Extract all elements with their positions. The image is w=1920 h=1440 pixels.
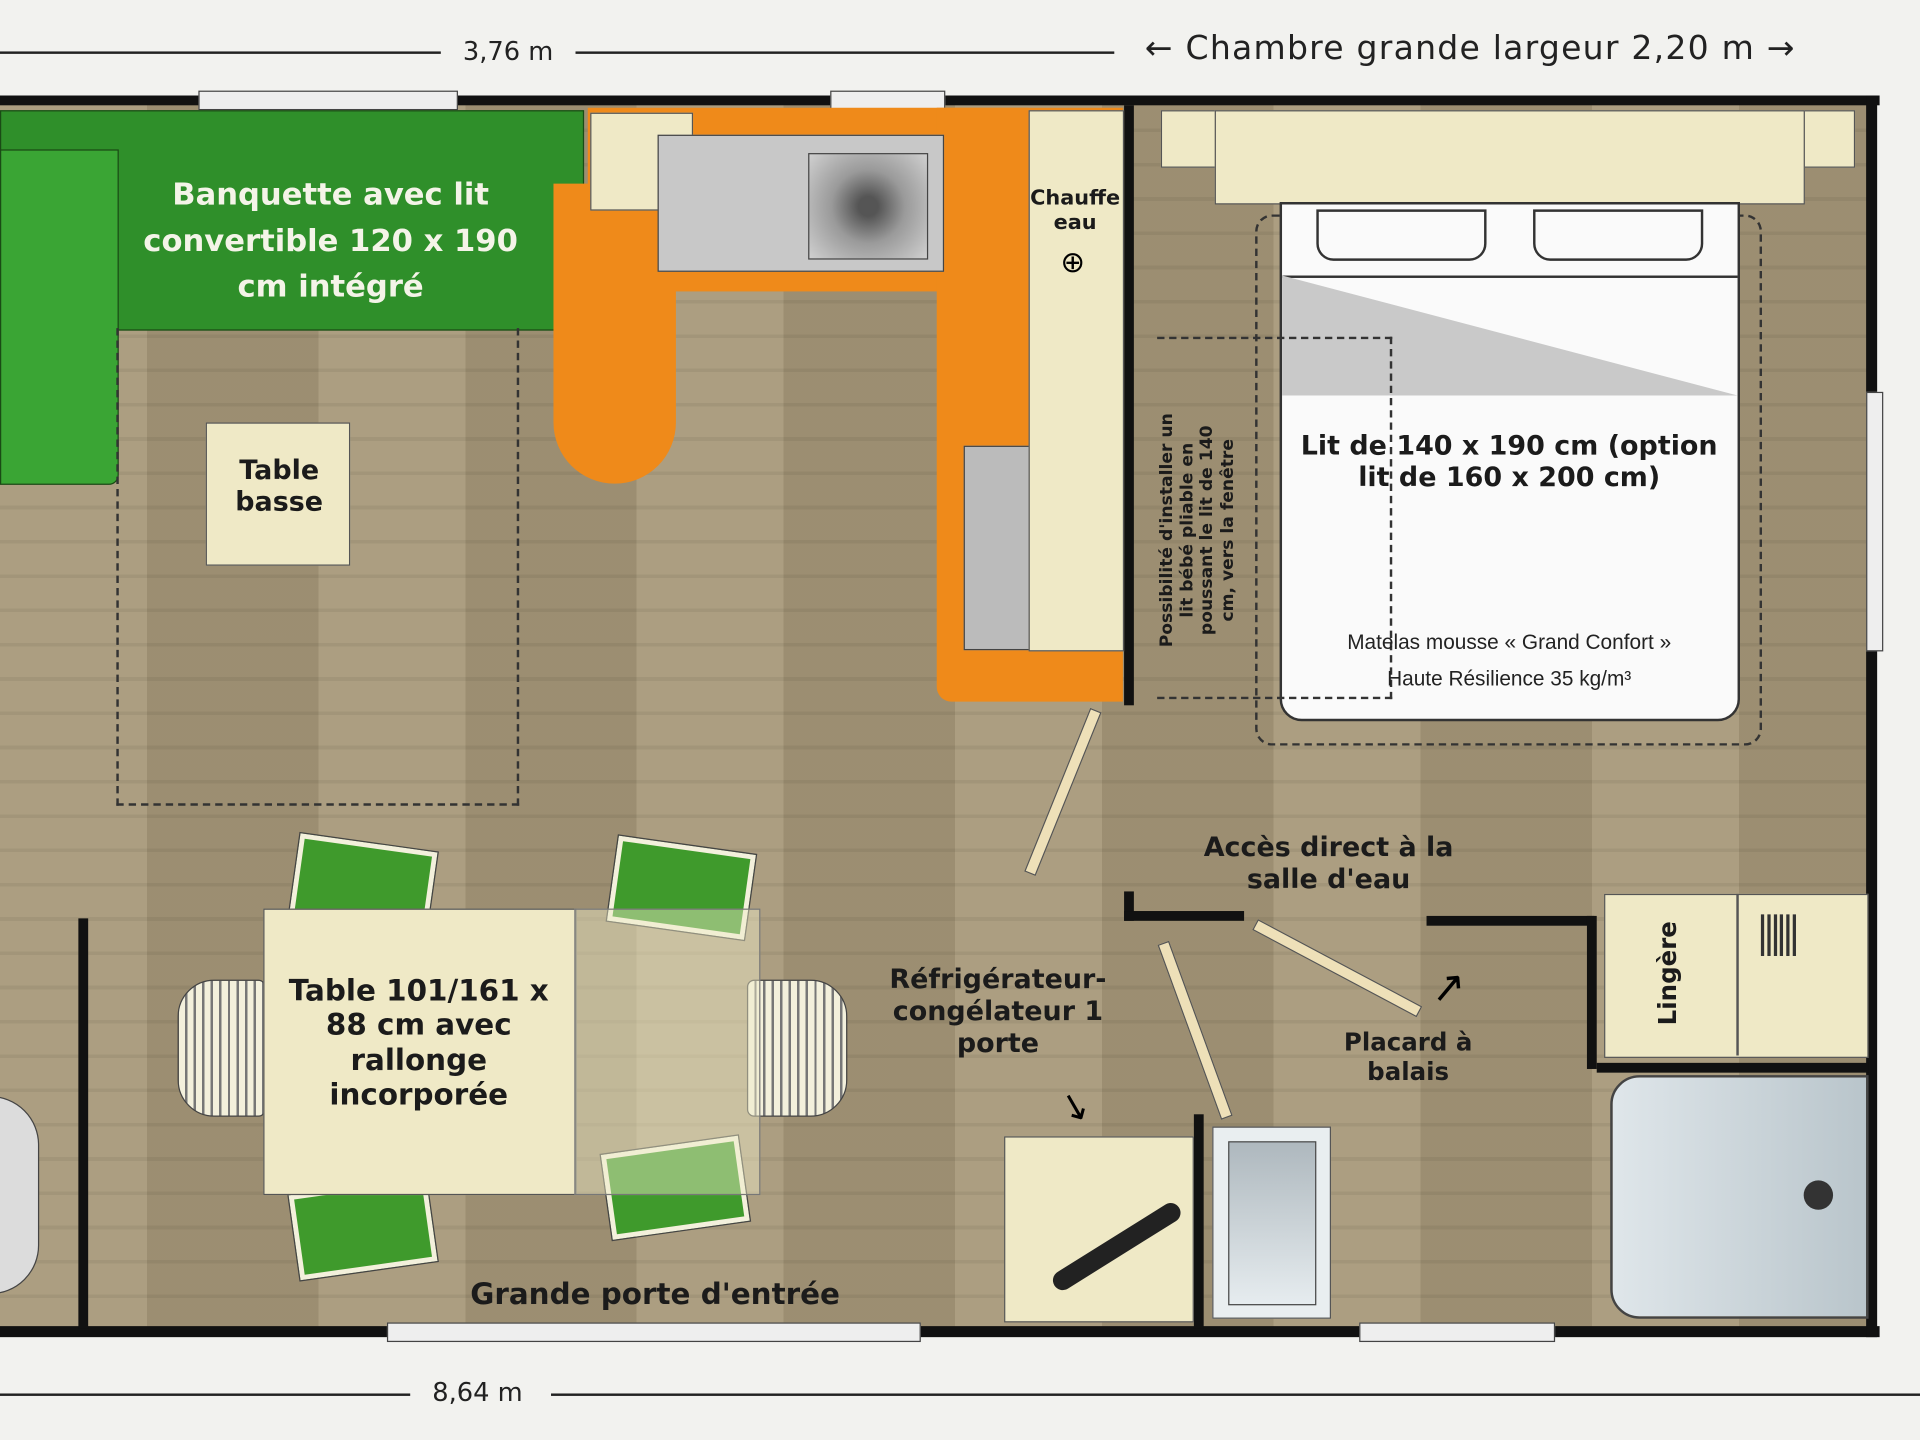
sink-basin [808,153,929,260]
linen-label: Lingère [1652,921,1683,1026]
wall-bedroom [1124,105,1134,706]
dimension-line [551,1393,1920,1396]
baby-bed-note: Possibilité d'installer un lit bébé plia… [1157,413,1238,648]
entrance-door [386,1322,921,1343]
armchair [746,979,848,1117]
convertible-bed-outline [116,328,520,806]
coffee-table-label: Table basse [235,455,324,518]
window [198,90,458,111]
wall [1586,915,1597,1069]
wall-left [78,918,89,1329]
dimension-top-bedroom: ← Chambre grande largeur 2,20 m → [1144,29,1796,68]
duvet-edge [1282,275,1738,278]
banquette-side [0,149,119,485]
fridge-label: Réfrigérateur-congélateur 1 porte [889,964,1107,1060]
dimension-line [0,51,441,54]
pillow [1316,209,1487,261]
wall-bottom [0,1326,1880,1338]
washbasin-bowl [1228,1141,1317,1306]
duvet-fold [1282,275,1738,396]
mattress-line2: Haute Résilience 35 kg/m³ [1387,667,1632,691]
bed-label: Lit de 140 x 190 cm (option lit de 160 x… [1300,431,1718,494]
window [1359,1322,1556,1343]
hangers-icon: ⦀⦀ [1757,906,1799,969]
wall [1124,911,1245,921]
coffee-table [205,422,351,566]
kitchen-peninsula [553,183,676,484]
mattress-line1: Matelas mousse « Grand Confort » [1347,630,1672,654]
toilet [0,1095,40,1295]
water-heater-icon: ⊕ [1060,244,1086,280]
dimension-line [575,51,1115,54]
table-extension [574,908,761,1196]
bed [1279,202,1741,722]
wall [1193,1114,1204,1329]
dining-table-label: Table 101/161 x 88 cm avec rallonge inco… [288,973,549,1112]
divider [1736,893,1739,1056]
pillow [1533,209,1704,261]
headboard [1214,110,1805,205]
water-heater-label: Chauffe eau [1030,186,1121,236]
baby-bed-outline [1157,336,1393,700]
bathroom-access-label: Accès direct à la salle d'eau [1203,832,1454,896]
linen-cupboard [1604,893,1869,1058]
dining-table [263,908,577,1196]
armchair [177,979,266,1117]
drain-icon [1803,1180,1834,1210]
kitchen-cabinets [1028,110,1125,652]
cooktop [963,445,1030,651]
dimension-top-living: 3,76 m [462,36,554,67]
window [1866,391,1884,652]
dimension-bottom-total: 8,64 m [432,1377,523,1407]
dimension-line [0,1393,411,1396]
entrance-label: Grande porte d'entrée [470,1277,841,1312]
wall-right [1866,95,1878,1338]
wall [1596,1062,1869,1073]
banquette-label: Banquette avec lit convertible 120 x 190… [143,176,518,304]
broom-closet-label: Placard à balais [1343,1027,1473,1086]
wall [1124,891,1134,921]
fridge [1004,1136,1194,1323]
wall [1426,915,1595,926]
